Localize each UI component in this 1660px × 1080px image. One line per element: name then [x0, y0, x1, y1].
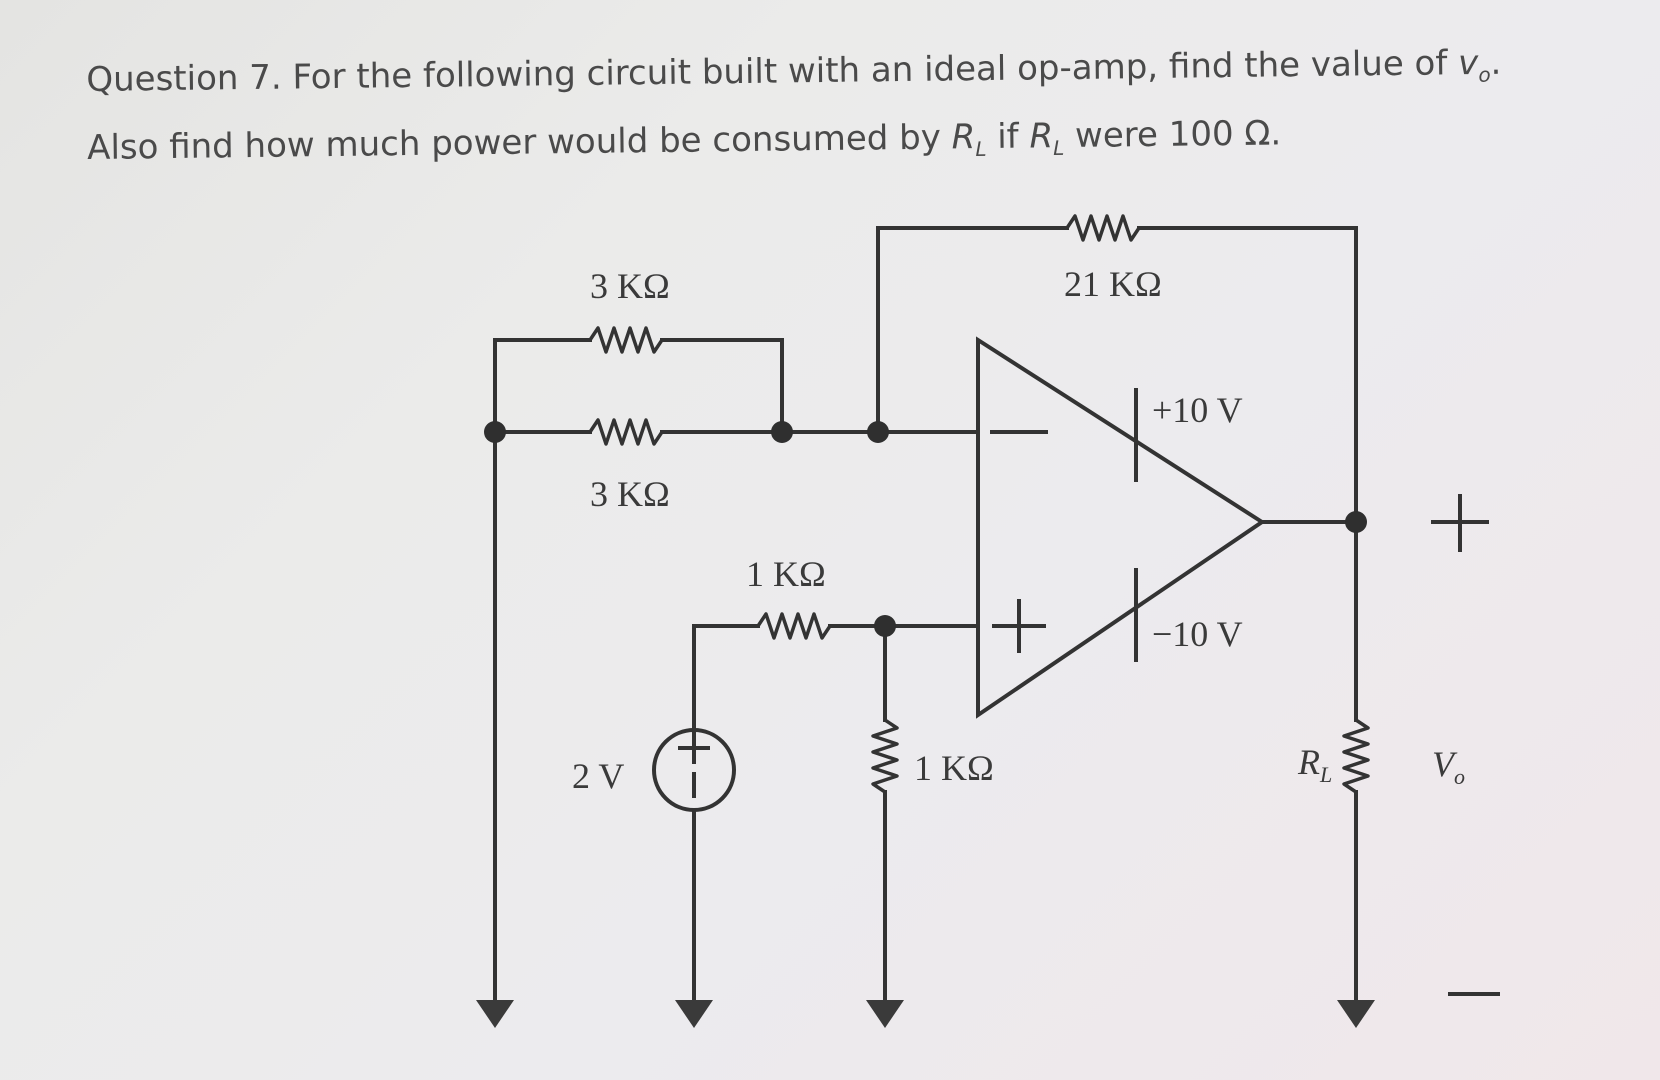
opamp-triangle [976, 336, 1266, 719]
label-rl: RL [1297, 742, 1332, 787]
ground-arrow-left [476, 1000, 514, 1028]
ground-arrow-shunt [866, 1000, 904, 1028]
resistor-1k-series [756, 612, 832, 640]
resistor-3k-mid [588, 418, 664, 446]
node-left [484, 421, 506, 443]
node-mid [771, 421, 793, 443]
node-feedback [867, 421, 889, 443]
label-source: 2 V [572, 756, 624, 796]
label-supply-pos: +10 V [1152, 390, 1243, 430]
top-branch-wire-right [660, 338, 784, 434]
feedback-wire-right [1137, 226, 1358, 524]
resistor-21k-feedback [1065, 214, 1141, 242]
ground-arrow-rl [1337, 1000, 1375, 1028]
label-r-feedback: 21 KΩ [1064, 264, 1162, 304]
feedback-wire-left [876, 226, 1069, 434]
resistor-3k-top [588, 326, 664, 354]
resistor-1k-shunt [871, 718, 899, 794]
output-wire [1260, 520, 1358, 722]
resistor-rl [1342, 718, 1370, 794]
label-r-shunt: 1 KΩ [914, 748, 994, 788]
node-output [1345, 511, 1367, 533]
ground-arrow-source [675, 1000, 713, 1028]
label-r-top: 3 KΩ [590, 266, 670, 306]
label-r-mid: 3 KΩ [590, 474, 670, 514]
source-top-wire [692, 624, 760, 732]
label-vo: Vo [1432, 744, 1465, 789]
label-supply-neg: −10 V [1152, 614, 1243, 654]
label-r-series: 1 KΩ [746, 554, 826, 594]
node-noninv [874, 615, 896, 637]
